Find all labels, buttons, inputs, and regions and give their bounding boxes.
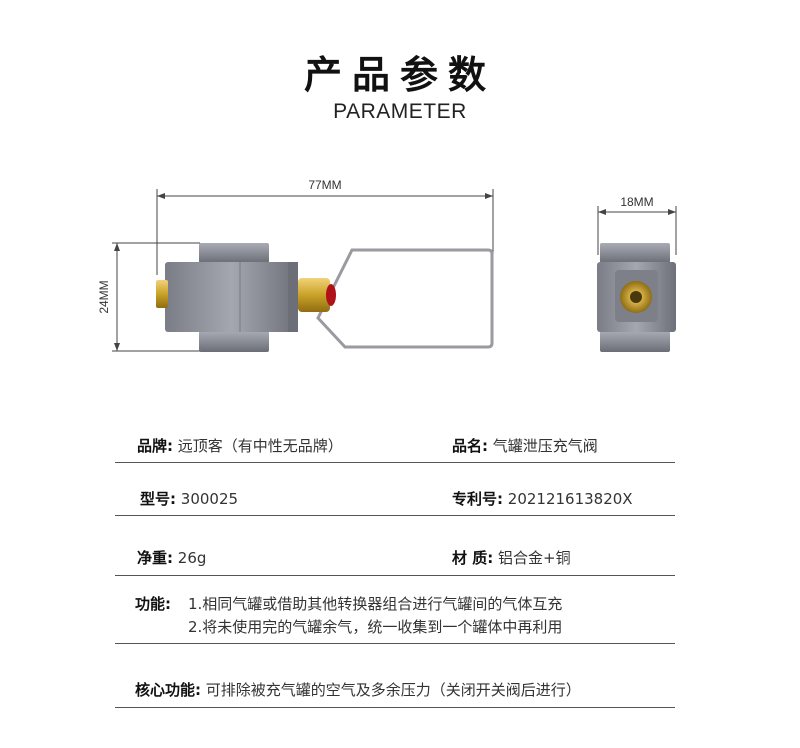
spec-row-function: 功能: 1.相同气罐或借助其他转换器组合进行气罐间的气体互充 2.将未使用完的气… [115, 575, 675, 644]
page-subtitle: PARAMETER [333, 100, 467, 123]
page-title: 产品参数 [303, 53, 496, 97]
patent-value: 202121613820X [507, 490, 633, 508]
spec-row-core-function: 核心功能: 可排除被充气罐的空气及多余压力（关闭开关阀后进行） [115, 643, 675, 708]
red-cap [326, 284, 336, 306]
length-dimension-label: 77MM [308, 178, 341, 192]
height-dimension-label: 24MM [97, 280, 111, 313]
material-value: 铝合金+铜 [498, 549, 571, 567]
model-label: 型号: [140, 490, 176, 508]
material-label: 材 质: [452, 549, 494, 567]
patent-label: 专利号: [452, 490, 503, 508]
weight-value: 26g [177, 549, 207, 567]
weight-label: 净重: [137, 549, 173, 567]
wire-handle [316, 248, 494, 349]
spec-row-model: 型号: 300025 专利号: 202121613820X [115, 462, 675, 516]
function-line-2: 2.将未使用完的气罐余气，统一收集到一个罐体中再利用 [188, 618, 563, 636]
product-name-value: 气罐泄压充气阀 [492, 437, 598, 455]
valve-side-view [156, 243, 494, 352]
function-line-1: 1.相同气罐或借助其他转换器组合进行气罐间的气体互充 [188, 595, 563, 613]
width-dimension: 18MM [597, 195, 677, 255]
length-dimension: 77MM [156, 178, 494, 275]
spec-row-brand: 品牌: 远顶客（有中性无品牌） 品名: 气罐泄压充气阀 [115, 422, 675, 463]
width-dimension-label: 18MM [620, 195, 653, 209]
product-diagram: 77MM 24MM 18MM [97, 178, 677, 352]
height-dimension: 24MM [97, 242, 200, 352]
brass-nozzle [156, 280, 168, 308]
brand-value: 远顶客（有中性无品牌） [177, 437, 343, 455]
core-function-label: 核心功能: [135, 681, 201, 699]
brand-label: 品牌: [137, 437, 173, 455]
valve-front-view [597, 243, 676, 352]
product-name-label: 品名: [452, 437, 488, 455]
brass-knob [298, 278, 330, 312]
core-function-value: 可排除被充气罐的空气及多余压力（关闭开关阀后进行） [205, 681, 581, 699]
function-label: 功能: [135, 595, 171, 613]
spec-row-weight: 净重: 26g 材 质: 铝合金+铜 [115, 515, 675, 576]
model-value: 300025 [180, 490, 239, 508]
